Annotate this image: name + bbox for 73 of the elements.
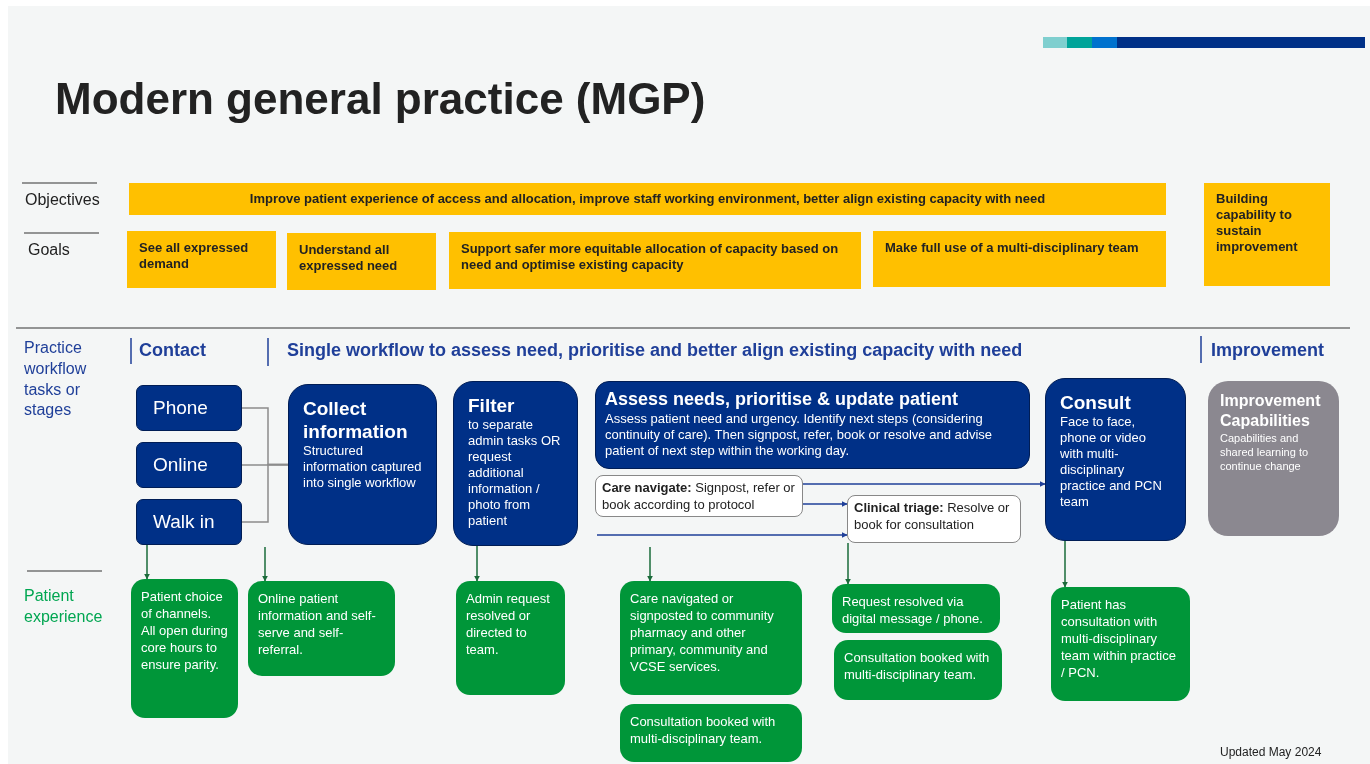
connector-line: [241, 463, 289, 523]
box-text: Consultation booked with multi-disciplinary team.: [630, 713, 777, 747]
channel-box: [136, 442, 242, 488]
arrow: [802, 481, 1046, 487]
box-text: Patient choice of channels. All open during core hours to ensure parity.: [141, 588, 228, 673]
section-heading: Improvement: [1211, 339, 1325, 362]
box-text: Care navigate: Signpost, refer or book according to protocol: [602, 479, 796, 513]
row-label: Objectives: [25, 190, 100, 210]
section-heading: Single workflow to assess need, prioritise and better align existing capacity with need: [287, 339, 1023, 362]
outcome-box: [131, 579, 238, 718]
row-label: Goals: [28, 240, 70, 260]
box-text: Make full use of a multi-disciplinary team: [885, 240, 1140, 256]
box-text: Request resolved via digital message / phone.: [842, 593, 984, 627]
outcome-box: [620, 581, 802, 695]
stage-box: [1208, 381, 1339, 536]
box-text: Support safer more equitable allocation of capacity based on need and optimise existing capacity: [461, 241, 840, 273]
goal-box: [873, 231, 1166, 287]
box-text: Clinical triage: Resolve or book for consultation: [854, 499, 1011, 533]
footnote: Updated May 2024: [1220, 745, 1322, 761]
stage-heading: Improvement Capabilities: [1220, 391, 1322, 431]
connector-line: [241, 464, 289, 466]
row-label: Practice workflow tasks or stages: [24, 338, 88, 421]
box-text: Patient has consultation with multi-disciplinary team within practice / PCN.: [1061, 596, 1177, 681]
arrow: [596, 532, 848, 538]
goal-box: [287, 233, 436, 290]
stage-heading: Collect information: [303, 397, 409, 443]
section-heading: Contact: [139, 339, 206, 362]
stage-heading: Filter: [468, 394, 516, 417]
arrow: [647, 546, 653, 582]
stage-box: [595, 381, 1030, 469]
box-text: Admin request resolved or directed to team.: [466, 590, 551, 658]
arrow: [262, 546, 268, 582]
step-box: [595, 475, 803, 517]
stage-description: Structured information captured into single workflow: [303, 443, 422, 491]
stage-description: Assess patient need and urgency. Identify next steps (considering continuity of care). Then signpost, refer, book or resolve and advise patient of next step within the working day.: [605, 411, 994, 459]
goal-box: [449, 232, 861, 289]
stage-description: to separate admin tasks OR request additional information / photo from patient: [468, 417, 562, 529]
stage-heading: Assess needs, prioritise & update patient: [605, 388, 960, 411]
outcome-box: [620, 704, 802, 762]
box-text: Improve patient experience of access and allocation, improve staff working environment, better align existing capacity with need: [248, 191, 1047, 207]
box-text: Online patient information and self-serve and self-referral.: [258, 590, 377, 658]
box-text: Building capability to sustain improvement: [1216, 191, 1299, 255]
outcome-box: [1051, 587, 1190, 701]
box-text: Consultation booked with multi-disciplinary team.: [844, 649, 991, 683]
outcome-box: [832, 584, 1000, 633]
box-text: Care navigated or signposted to community pharmacy and other primary, community and VCSE services.: [630, 590, 775, 675]
arrow: [144, 544, 150, 580]
objective-banner: [129, 183, 1166, 215]
channel-box: [136, 499, 242, 545]
outcome-box: [248, 581, 395, 676]
arrow: [802, 501, 848, 507]
box-text: See all expressed demand: [139, 240, 250, 272]
arrow: [474, 545, 480, 582]
stage-box: [453, 381, 578, 546]
goal-box: [1204, 183, 1330, 286]
box-text: Phone: [153, 397, 208, 419]
arrow: [1062, 540, 1068, 588]
title: Modern general practice (MGP): [55, 74, 706, 124]
box-text: Walk in: [153, 511, 215, 533]
stage-box: [288, 384, 437, 545]
stage-description: Face to face, phone or video with multi-disciplinary practice and PCN team: [1060, 414, 1163, 510]
outcome-box: [456, 581, 565, 695]
box-text: Understand all expressed need: [299, 242, 399, 274]
row-label: Patient experience: [24, 586, 104, 627]
channel-box: [136, 385, 242, 431]
arrow: [845, 542, 851, 585]
stage-heading: Consult: [1060, 391, 1132, 414]
stage-description: Capabilities and shared learning to continue change: [1220, 431, 1310, 473]
box-text: Online: [153, 454, 208, 476]
goal-box: [127, 231, 276, 288]
step-box: [847, 495, 1021, 543]
outcome-box: [834, 640, 1002, 700]
stage-box: [1045, 378, 1186, 541]
